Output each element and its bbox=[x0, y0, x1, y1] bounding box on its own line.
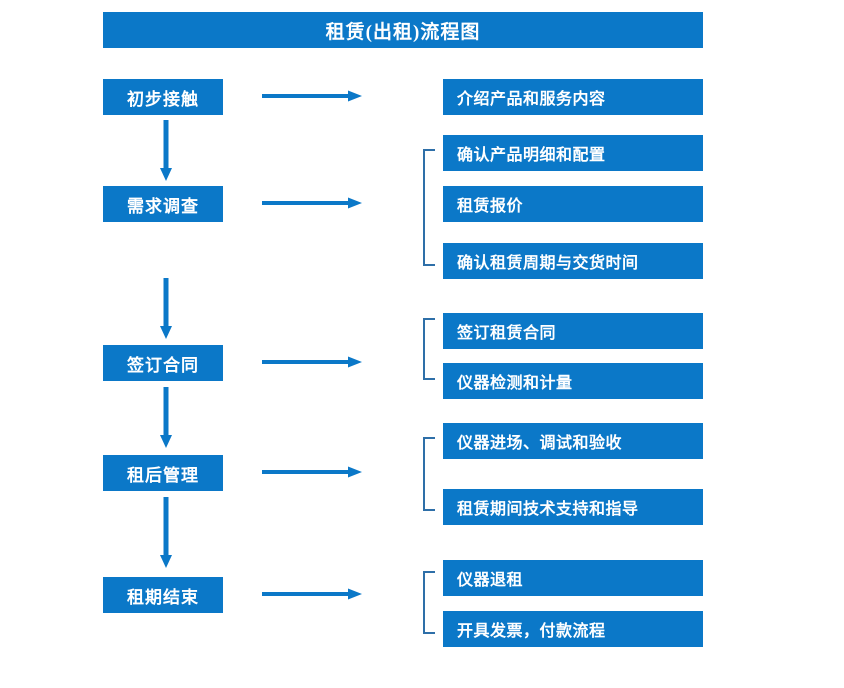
detail-box-1-1[interactable]: 介绍产品和服务内容 bbox=[443, 79, 703, 115]
detail-box-4-2[interactable]: 租赁期间技术支持和指导 bbox=[443, 489, 703, 525]
group-bracket-icon-2 bbox=[423, 149, 435, 266]
stage-box-3[interactable]: 签订合同 bbox=[103, 345, 223, 381]
arrow-right-icon-4 bbox=[262, 466, 362, 478]
stage-box-1[interactable]: 初步接触 bbox=[103, 79, 223, 115]
arrow-down-icon-4 bbox=[160, 497, 172, 568]
page-title: 租赁(出租)流程图 bbox=[103, 12, 703, 48]
stage-box-4[interactable]: 租后管理 bbox=[103, 455, 223, 491]
group-bracket-icon-4 bbox=[423, 437, 435, 511]
detail-box-3-2[interactable]: 仪器检测和计量 bbox=[443, 363, 703, 399]
detail-box-3-1[interactable]: 签订租赁合同 bbox=[443, 313, 703, 349]
detail-box-4-1[interactable]: 仪器进场、调试和验收 bbox=[443, 423, 703, 459]
detail-box-5-1[interactable]: 仪器退租 bbox=[443, 560, 703, 596]
group-bracket-icon-3 bbox=[423, 318, 435, 380]
detail-box-2-1[interactable]: 确认产品明细和配置 bbox=[443, 135, 703, 171]
arrow-down-icon-3 bbox=[160, 387, 172, 448]
arrow-right-icon-3 bbox=[262, 356, 362, 368]
detail-box-2-3[interactable]: 确认租赁周期与交货时间 bbox=[443, 243, 703, 279]
detail-box-2-2[interactable]: 租赁报价 bbox=[443, 186, 703, 222]
stage-box-2[interactable]: 需求调查 bbox=[103, 186, 223, 222]
detail-box-5-2[interactable]: 开具发票，付款流程 bbox=[443, 611, 703, 647]
arrow-right-icon-1 bbox=[262, 90, 362, 102]
arrow-down-icon-2 bbox=[160, 278, 172, 339]
arrow-down-icon-1 bbox=[160, 120, 172, 181]
arrow-right-icon-5 bbox=[262, 588, 362, 600]
arrow-right-icon-2 bbox=[262, 197, 362, 209]
stage-box-5[interactable]: 租期结束 bbox=[103, 577, 223, 613]
group-bracket-icon-5 bbox=[423, 571, 435, 634]
